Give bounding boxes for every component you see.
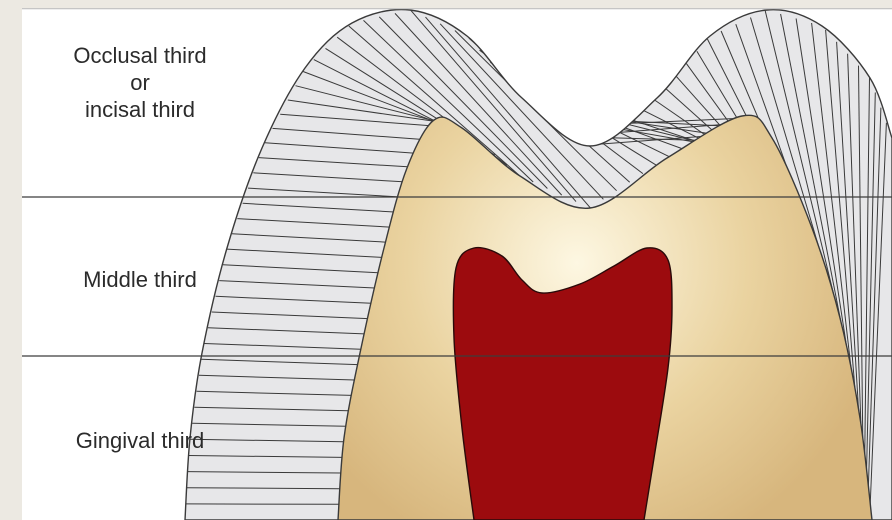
gingival-third-label: Gingival third [40,427,240,454]
middle-third-text: Middle third [40,266,240,293]
figure-panel: Occlusal third or incisal third Middle t… [22,8,892,520]
occlusal-third-line-3: incisal third [40,96,240,123]
occlusal-third-label: Occlusal third or incisal third [40,42,240,123]
gingival-third-text: Gingival third [40,427,240,454]
occlusal-third-line-1: Occlusal third [40,42,240,69]
occlusal-third-line-2: or [40,69,240,96]
middle-third-label: Middle third [40,266,240,293]
